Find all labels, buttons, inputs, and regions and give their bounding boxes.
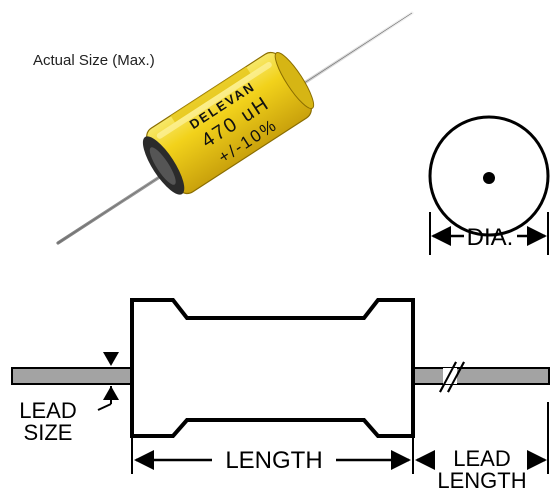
- lead-size-label-line1: LEAD: [19, 398, 76, 423]
- end-view: DIA.: [428, 115, 550, 255]
- end-view-lead-dot: [483, 172, 495, 184]
- lead-size-label-line2: SIZE: [24, 420, 73, 445]
- length-label: LENGTH: [225, 447, 322, 474]
- diameter-label: DIA.: [467, 224, 514, 251]
- actual-size-caption: Actual Size (Max.): [33, 52, 155, 69]
- lead-length-label-line2: LENGTH: [437, 468, 526, 493]
- side-view: LEAD SIZE LENGTH LEAD LENGTH: [11, 298, 550, 493]
- inductor-body-outline: [130, 298, 415, 438]
- lead-length-label-line1: LEAD: [453, 446, 510, 471]
- left-lead: [11, 367, 133, 385]
- inductor-photo: DELEVAN 470 uH +/-10%: [56, 11, 414, 245]
- right-lead: [412, 367, 550, 385]
- lead-size-arrow-top: [103, 352, 119, 366]
- lead-break-mark: [439, 361, 465, 393]
